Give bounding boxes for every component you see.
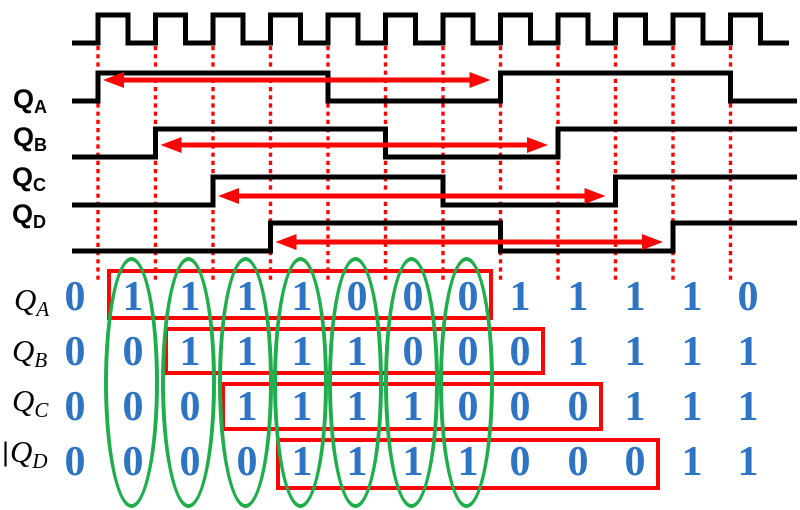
bit-qa-col1: 0 bbox=[64, 274, 86, 320]
clock-waveform bbox=[72, 12, 789, 46]
wave-label-qc-sub: C bbox=[33, 175, 47, 195]
wave-label-qb-sub: B bbox=[34, 135, 48, 155]
bit-qd-col13: 1 bbox=[737, 439, 759, 485]
bit-qb-col9: 0 bbox=[509, 329, 531, 375]
bit-qa-col10: 1 bbox=[567, 274, 589, 320]
bit-qb-col11: 1 bbox=[624, 329, 646, 375]
green-column-ellipse-col6 bbox=[327, 257, 383, 508]
wave-label-qd-main: Q bbox=[12, 199, 34, 229]
green-column-ellipse-col8 bbox=[438, 257, 494, 508]
wave-label-qa-main: Q bbox=[13, 84, 35, 114]
period-arrow-right-head-qd bbox=[642, 234, 663, 250]
wave-label-qb-main: Q bbox=[13, 122, 35, 152]
bit-qb-col10: 1 bbox=[567, 329, 589, 375]
bit-qc-col13: 1 bbox=[737, 384, 759, 430]
wave-label-qa: QA bbox=[13, 84, 48, 118]
green-column-ellipse-col4 bbox=[217, 257, 273, 508]
green-column-ellipse-col5 bbox=[272, 257, 328, 508]
period-arrow-left-head-qb bbox=[160, 137, 182, 153]
bit-qc-col11: 1 bbox=[624, 384, 646, 430]
table-label-qa-main: Q bbox=[14, 282, 37, 317]
bit-qc-col10: 0 bbox=[567, 384, 589, 430]
qd-waveform bbox=[72, 220, 797, 254]
table-label-qd-main: Q bbox=[10, 434, 33, 469]
period-arrow-left-head-qc bbox=[218, 188, 239, 204]
table-label-qb: QB bbox=[12, 333, 48, 372]
wave-label-qc-main: Q bbox=[12, 162, 34, 192]
period-arrow-right-head-qc bbox=[584, 188, 606, 204]
table-label-qd-sub: D bbox=[32, 449, 48, 473]
bit-qb-col12: 1 bbox=[681, 329, 703, 375]
green-column-ellipse-col7 bbox=[383, 257, 439, 508]
bit-qd-col12: 1 bbox=[681, 439, 703, 485]
bit-qc-col12: 1 bbox=[681, 384, 703, 430]
bit-qb-col13: 1 bbox=[737, 329, 759, 375]
bit-qa-col11: 1 bbox=[624, 274, 646, 320]
green-column-ellipse-col2 bbox=[103, 257, 159, 508]
wave-label-qd: QD bbox=[12, 199, 47, 233]
wave-label-qd-sub: D bbox=[33, 212, 47, 232]
wave-label-qb: QB bbox=[13, 122, 48, 156]
period-arrow-left-head-qa bbox=[103, 72, 124, 88]
wave-label-qc: QC bbox=[12, 162, 47, 196]
bit-qd-col10: 0 bbox=[567, 439, 589, 485]
bit-qa-col12: 1 bbox=[681, 274, 703, 320]
bit-qd-col11: 0 bbox=[624, 439, 646, 485]
bit-qc-col1: 0 bbox=[64, 384, 86, 430]
bit-qa-col9: 1 bbox=[509, 274, 531, 320]
table-label-qc-sub: C bbox=[34, 398, 49, 422]
bit-qd-col9: 0 bbox=[509, 439, 531, 485]
table-label-qa: QA bbox=[14, 282, 50, 321]
bit-qb-col1: 0 bbox=[64, 329, 86, 375]
bit-qa-col13: 0 bbox=[737, 274, 759, 320]
wave-label-qa-sub: A bbox=[34, 97, 48, 117]
table-label-qd: |QD bbox=[2, 434, 48, 473]
period-arrow-right-head-qb bbox=[527, 137, 548, 153]
table-label-qa-sub: A bbox=[36, 297, 50, 321]
period-arrow-right-head-qa bbox=[469, 72, 491, 88]
qc-waveform bbox=[72, 174, 797, 208]
table-label-qb-main: Q bbox=[12, 333, 35, 368]
bit-qc-col9: 0 bbox=[509, 384, 531, 430]
table-label-qc: QC bbox=[12, 383, 49, 422]
qa-waveform bbox=[72, 70, 797, 104]
table-label-qc-main: Q bbox=[12, 383, 35, 418]
period-arrow-left-head-qd bbox=[275, 234, 297, 250]
green-column-ellipse-col3 bbox=[160, 257, 216, 508]
table-label-qb-sub: B bbox=[34, 348, 48, 372]
bit-qd-col1: 0 bbox=[64, 439, 86, 485]
table-label-qd-prefix: | bbox=[2, 437, 10, 467]
